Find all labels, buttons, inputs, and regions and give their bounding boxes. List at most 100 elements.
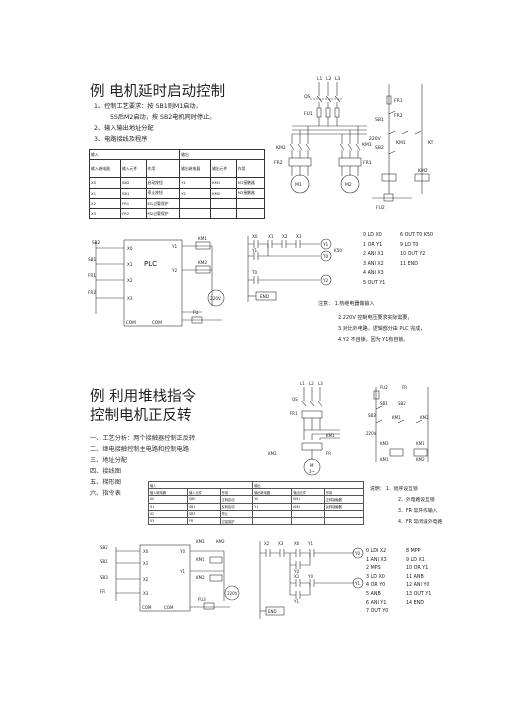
ld-coil-y1: Y1 [354,581,360,586]
table-cell: X0 [147,495,189,504]
phase-label: L2 [326,76,332,82]
plc-com: COM [164,605,174,610]
table-cell: Y1 [252,502,293,511]
bullet-4: 四、接线图 [90,468,121,475]
instruction-list-col2: 8 MPP 9 LD X1 10 OR Y1 11 ANB 12 ANI Y0 … [406,548,431,608]
motor-m2: M2 [345,182,352,188]
il-line: 8 MPP [406,549,421,554]
instruction-list-col1: 0 LD X0 1 OR Y1 2 ANI X1 3 ANI X2 4 ANI … [363,231,385,289]
il-line: 13 OUT Y1 [406,591,432,597]
table-cell: X2 [147,509,189,518]
il-line: 12 ANI Y0 [406,583,430,589]
bullet-6: 六、指令表 [90,490,121,497]
bullet-3: 2、输入输出地址分配 [94,125,154,132]
il-line: 4 OR Y0 [366,583,386,589]
table-cell [179,208,212,220]
phase-label: L3 [318,381,323,386]
label-km1: KM1 [362,142,372,148]
plc-com: COM [126,320,136,325]
table-cell [252,509,293,518]
table-cell: SB3 [187,509,221,518]
table-header: 输出元件 [291,488,325,497]
il-line: 5 ANB [366,591,381,597]
note-4: 4.Y2 不自锁，因为 Y1有自锁。 [338,337,409,343]
label-fr2: FR2 [274,160,283,166]
table-cell: SB2 [119,177,147,189]
plc-com: COM [152,320,162,325]
note-1: 注意： 1.热继电器做输入 [318,301,375,307]
table-header: 作用 [219,488,254,497]
ctl-km2-coil: KM2 [416,457,425,462]
ctl-km1-interlock: KM1 [416,441,425,446]
table-cell [235,208,266,220]
ctl-fr2: FR2 [394,113,403,119]
ctl-km1-coil: KM1 [380,457,389,462]
table-cell: X1 [89,187,121,199]
plc-y1: Y1 [171,244,178,249]
il-line: 2 ANI X1 [363,252,384,258]
ld-end: END [268,609,277,614]
ctl-km2: KM2 [420,415,429,420]
table-cell [291,509,325,518]
plc-fr: FR [100,589,105,594]
slide-title-line2: 控制电机正反转 [90,408,192,424]
table-header: 作用 [235,159,266,179]
ctl-km1: KM1 [392,415,401,420]
ld-coil-y1: Y1 [322,242,329,247]
il-line: 9 LD X1 [406,557,425,563]
table-cell: 过载保护 [219,516,254,526]
il-line: 2 MPS [366,566,381,572]
ctl-km2-interlock: KM2 [380,441,389,446]
table-cell: X3 [89,208,121,220]
ctl-sb3: SB3 [368,413,376,418]
table-cell: FR2 [119,208,147,220]
il-line: 1 OR Y1 [363,242,383,248]
label-km2: KM2 [268,451,277,456]
bullet-1: 1、控制工艺要求：按 SB1则M1启动， [94,103,202,110]
label-fu1: FU1 [304,111,313,117]
plc-km2: KM2 [216,539,225,544]
bullet-3: 三、地址分配 [90,457,128,464]
slide-stack-instruction-reversing: 例 利用堆栈指令 控制电机正反转 一、工艺分析：两个接触器控制正反转 二、继电接… [72,375,442,649]
il-line: 10 OUT Y2 [400,252,426,258]
table-cell [235,197,266,210]
motor-m: M [310,463,314,468]
table-header: 输入元件 [187,488,221,497]
plc-x0: X0 [127,246,133,251]
table-cell: 启动按钮 [145,177,181,189]
table-group-input: 输入 [147,480,254,490]
il-line: 11 END [400,261,418,267]
ld-end: END [260,294,269,299]
table-cell [323,516,365,526]
note-1: 说明： 1．程序设互锁 [370,487,418,492]
bullet-2: 5S后M2启动，按 SB2电机同时停止。 [110,114,216,121]
table-cell: KM1 [210,177,237,189]
main-and-control-circuit-diagram: L1 L2 L3 QS FR1 KM1 KM2 FR M 3~ FU2 FR S… [268,381,429,476]
table-group-output: 输出 [252,480,364,490]
table-cell [179,197,212,210]
plc-box-label: PLC [144,260,157,268]
instruction-list-col1: 0 LDI X2 1 ANI X3 2 MPS 3 LD X0 4 OR Y0 … [366,548,388,617]
note-3: 3.对比外电路，逻辑部分由 PLC 完成， [338,326,426,332]
note-3: 3．FR 常开作输入 [398,509,438,514]
label-fr: FR [326,451,331,456]
plc-x2: X2 [143,577,149,582]
ctl-220v: 220V [369,136,382,142]
table-cell: X3 [147,516,189,526]
il-line: 5 OUT Y1 [363,280,386,286]
table-cell: SB0 [187,495,221,504]
plc-x1: X1 [127,262,133,267]
plc-wiring-diagram: SB2 SB1 SB3 FR X0 X1 X2 X3 Y0 Y1 KM1 KM2… [100,539,240,612]
ld-y1: Y1 [307,541,313,546]
table-cell: M2接触器 [235,187,266,199]
il-line: 10 OR Y1 [406,566,429,572]
label-km2: KM2 [276,145,286,151]
ld-t0: T0 [251,270,258,275]
ld-y1-b: Y1 [293,599,299,604]
ctl-sb2: SB2 [398,401,406,406]
ld-coil-y2: Y2 [322,278,329,283]
